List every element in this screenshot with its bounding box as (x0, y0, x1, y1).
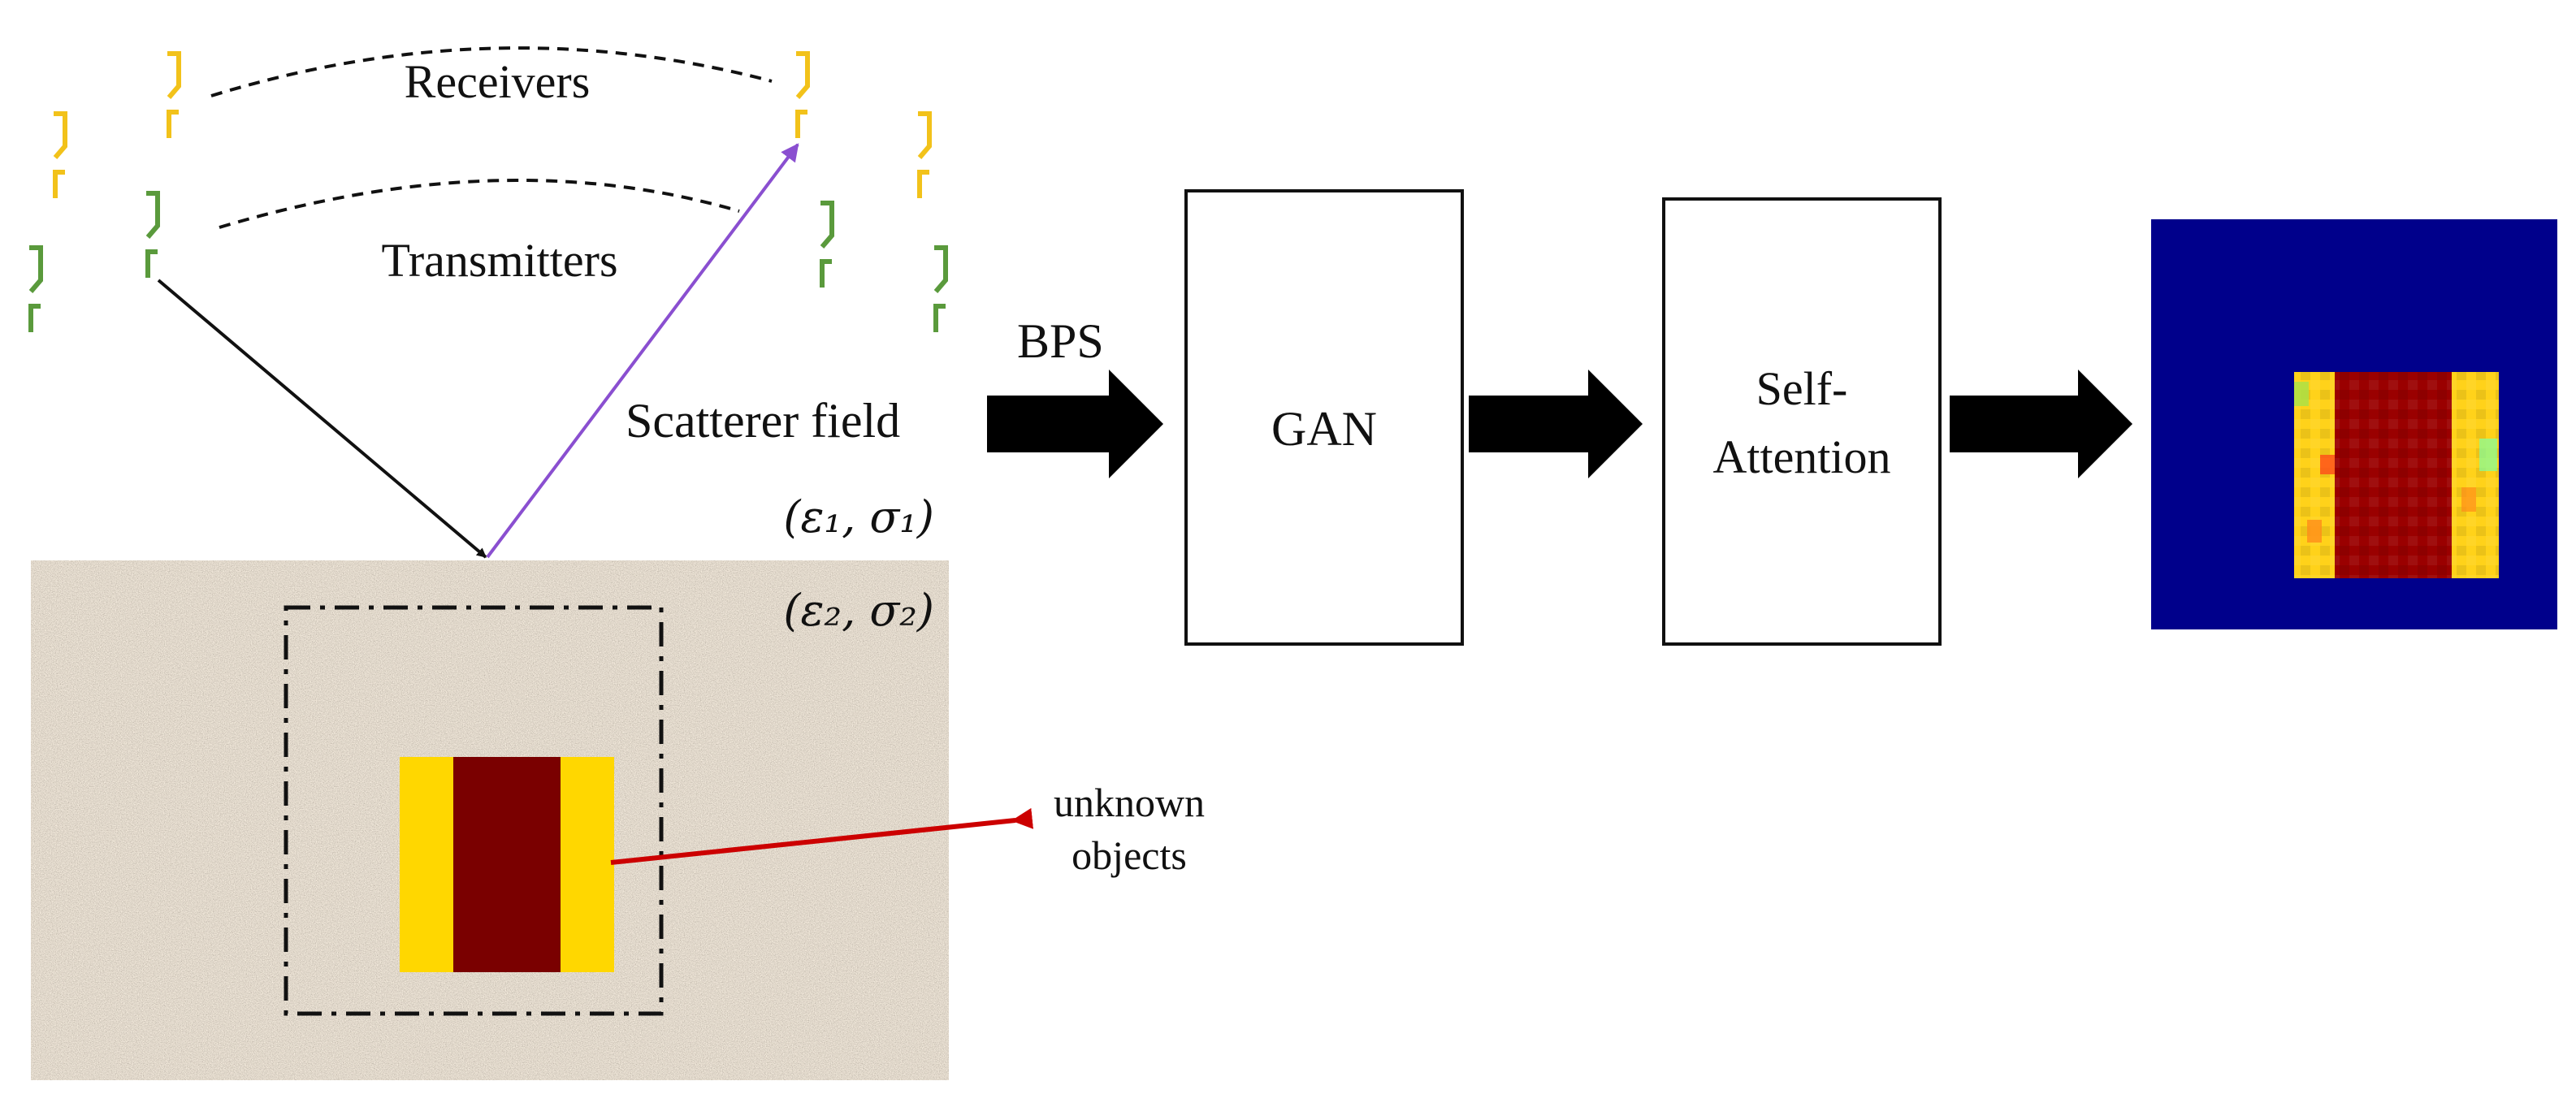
self-attention-label: Attention (1712, 430, 1890, 483)
subsurface-medium (31, 560, 949, 1080)
block-arrow-right-icon (1950, 370, 2132, 478)
gan-label: GAN (1271, 402, 1377, 456)
receiver-antenna-icon (918, 114, 929, 198)
incident-ray (157, 279, 487, 559)
transmitters-arc (219, 179, 740, 229)
transmitters-label: Transmitters (381, 234, 617, 287)
transmitter-antenna-icon (146, 193, 158, 278)
self-attention-label: Self- (1756, 362, 1848, 415)
medium-2-params: (ε₂, σ₂) (783, 585, 934, 636)
transmitter-antenna-icon (934, 248, 946, 332)
reconstruction-result (2151, 219, 2557, 629)
object-pointer-arrow (610, 807, 1034, 865)
receiver-antenna-icon (796, 54, 807, 138)
receiver-antenna-icon (54, 114, 65, 198)
medium-1-params: (ε₁, σ₁) (783, 491, 934, 543)
self-attention-block (1662, 197, 1942, 646)
block-arrow-right-icon (987, 370, 1163, 478)
receivers-label: Receivers (405, 55, 591, 108)
unknown-objects-label: objects (1072, 832, 1187, 878)
unknown-object (400, 757, 614, 972)
unknown-objects-label: unknown (1054, 780, 1205, 825)
transmitter-antenna-icon (29, 248, 41, 332)
receivers-arc (210, 46, 773, 97)
bps-label: BPS (1017, 314, 1104, 368)
block-arrow-right-icon (1469, 370, 1643, 478)
gan-block (1184, 189, 1464, 646)
scatterer-field-label: Scatterer field (626, 394, 900, 448)
receiver-antenna-icon (167, 54, 179, 138)
scattered-ray (486, 143, 799, 559)
transmitter-antenna-icon (820, 203, 832, 288)
